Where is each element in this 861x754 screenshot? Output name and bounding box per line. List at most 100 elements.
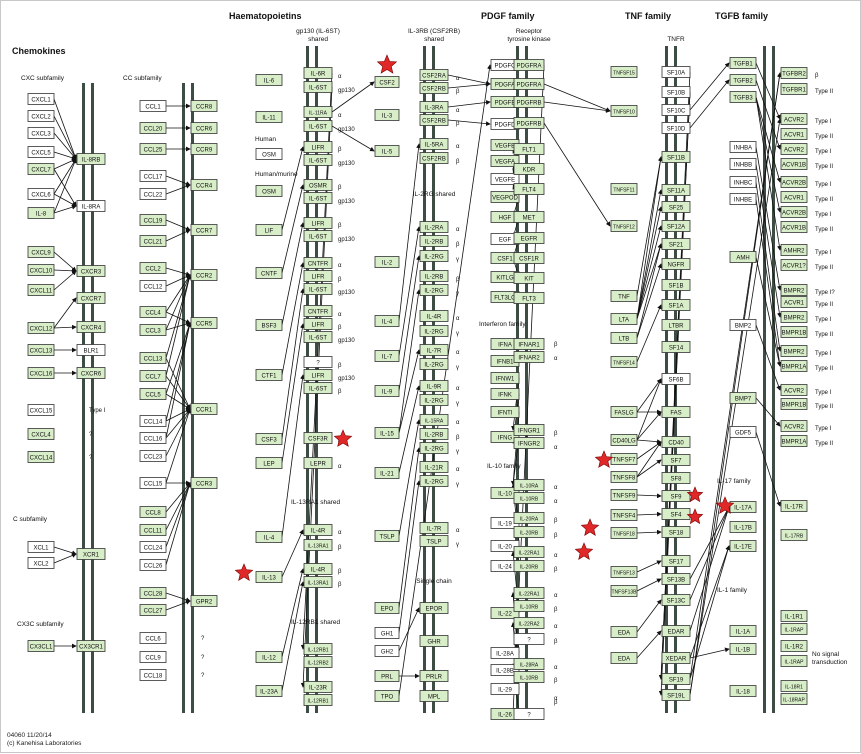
gene-node[interactable]: ACVR1: [780, 128, 808, 140]
gene-node[interactable]: IL-4R: [303, 563, 333, 575]
gene-node[interactable]: ?: [513, 708, 545, 720]
gene-node[interactable]: CCL18: [139, 669, 167, 681]
gene-node[interactable]: GPR2: [190, 595, 218, 607]
gene-node[interactable]: CCL6: [139, 632, 167, 644]
gene-node[interactable]: CNTF: [255, 267, 283, 279]
gene-node[interactable]: IL-21: [374, 467, 400, 479]
gene-node[interactable]: IL-2RG: [419, 475, 449, 487]
gene-node[interactable]: OSM: [255, 185, 283, 197]
gene-node[interactable]: IL-2RB: [419, 270, 449, 282]
gene-node[interactable]: ACVR1B: [780, 158, 808, 170]
gene-node[interactable]: ACVR2: [780, 113, 808, 125]
gene-node[interactable]: SF12A: [661, 220, 691, 232]
gene-node[interactable]: TNFSF13: [610, 566, 638, 578]
gene-node[interactable]: CXCL14: [27, 451, 55, 463]
gene-node[interactable]: IL-7R: [419, 522, 449, 534]
gene-node[interactable]: IL-2RA: [419, 221, 449, 233]
gene-node[interactable]: IFNAR2: [513, 351, 545, 363]
gene-node[interactable]: IL-22RA2: [513, 617, 545, 629]
gene-node[interactable]: SF19L: [661, 689, 691, 701]
gene-node[interactable]: INHBB: [729, 158, 757, 170]
gene-node[interactable]: ?: [303, 356, 333, 368]
gene-node[interactable]: CCL12: [139, 280, 167, 292]
gene-node[interactable]: CXCL16: [27, 367, 55, 379]
gene-node[interactable]: CXCL13: [27, 344, 55, 356]
gene-node[interactable]: BMPR2: [780, 345, 808, 357]
gene-node[interactable]: OSM: [255, 148, 283, 160]
gene-node[interactable]: CCR8: [190, 100, 218, 112]
gene-node[interactable]: CXCL9: [27, 246, 55, 258]
gene-node[interactable]: IL-4R: [303, 524, 333, 536]
gene-node[interactable]: CCR2: [190, 269, 218, 281]
gene-node[interactable]: PDGFRB: [513, 96, 545, 108]
gene-node[interactable]: TNFSF4: [610, 509, 638, 521]
gene-node[interactable]: CXCL7: [27, 163, 55, 175]
gene-node[interactable]: FLT1: [513, 143, 545, 155]
gene-node[interactable]: IL-23R: [303, 681, 333, 693]
gene-node[interactable]: CX3CR1: [76, 640, 106, 652]
gene-node[interactable]: INHBA: [729, 141, 757, 153]
gene-node[interactable]: IL-4R: [419, 310, 449, 322]
gene-node[interactable]: LTA: [610, 313, 638, 325]
gene-node[interactable]: CCR5: [190, 317, 218, 329]
gene-node[interactable]: IL-13RA1: [303, 576, 333, 588]
gene-node[interactable]: IL-20RB: [513, 526, 545, 538]
gene-node[interactable]: SF1A: [661, 299, 691, 311]
gene-node[interactable]: IL-12: [255, 651, 283, 663]
gene-node[interactable]: KDR: [513, 163, 545, 175]
gene-node[interactable]: PRLR: [419, 670, 449, 682]
gene-node[interactable]: IL-15: [374, 427, 400, 439]
gene-node[interactable]: SF21: [661, 238, 691, 250]
gene-node[interactable]: SF19: [661, 673, 691, 685]
gene-node[interactable]: IL-20RB: [513, 560, 545, 572]
gene-node[interactable]: IL-13RA1: [303, 539, 333, 551]
gene-node[interactable]: IL-6ST: [303, 331, 333, 343]
gene-node[interactable]: TNFSF7: [610, 453, 638, 465]
gene-node[interactable]: LTB: [610, 332, 638, 344]
gene-node[interactable]: TGFB3: [729, 91, 757, 103]
gene-node[interactable]: IL-4: [255, 531, 283, 543]
gene-node[interactable]: XCR1: [76, 548, 106, 560]
gene-node[interactable]: CSF2RA: [419, 69, 449, 81]
gene-node[interactable]: LIFR: [303, 217, 333, 229]
gene-node[interactable]: GHR: [419, 635, 449, 647]
gene-node[interactable]: IL-8: [27, 207, 55, 219]
gene-node[interactable]: TNFSF15: [610, 66, 638, 78]
gene-node[interactable]: IL-10RB: [513, 600, 545, 612]
gene-node[interactable]: IL-3: [374, 109, 400, 121]
gene-node[interactable]: CXCL12: [27, 322, 55, 334]
gene-node[interactable]: TNFSF18: [610, 527, 638, 539]
gene-node[interactable]: OSMR: [303, 179, 333, 191]
gene-node[interactable]: IL-22RA1: [513, 546, 545, 558]
gene-node[interactable]: BMPR2: [780, 311, 808, 323]
gene-node[interactable]: SF13C: [661, 594, 691, 606]
gene-node[interactable]: CCL28: [139, 587, 167, 599]
gene-node[interactable]: CSF2RB: [419, 114, 449, 126]
gene-node[interactable]: CCL21: [139, 235, 167, 247]
gene-node[interactable]: CCL23: [139, 450, 167, 462]
gene-node[interactable]: IL-18R1: [780, 680, 808, 692]
gene-node[interactable]: IL-15RA: [419, 414, 449, 426]
gene-node[interactable]: IL-18RAP: [780, 693, 808, 705]
gene-node[interactable]: CCL25: [139, 143, 167, 155]
gene-node[interactable]: BMP2: [729, 319, 757, 331]
gene-node[interactable]: ACVR2: [780, 384, 808, 396]
gene-node[interactable]: IL-11RA: [303, 106, 333, 118]
gene-node[interactable]: CCR4: [190, 179, 218, 191]
gene-node[interactable]: FLT4: [513, 183, 545, 195]
gene-node[interactable]: CXCL2: [27, 110, 55, 122]
gene-node[interactable]: CX3CL1: [27, 640, 55, 652]
gene-node[interactable]: CCL15: [139, 477, 167, 489]
gene-node[interactable]: CSF2RB: [419, 82, 449, 94]
gene-node[interactable]: CD40LG: [610, 434, 638, 446]
gene-node[interactable]: IL-2RG: [419, 250, 449, 262]
gene-node[interactable]: IL-5: [374, 145, 400, 157]
gene-node[interactable]: NGFR: [661, 258, 691, 270]
gene-node[interactable]: TGFB1: [729, 57, 757, 69]
gene-node[interactable]: CCR1: [190, 403, 218, 415]
gene-node[interactable]: MPL: [419, 690, 449, 702]
gene-node[interactable]: PDGFRB: [513, 117, 545, 129]
gene-node[interactable]: BMPR1A: [780, 360, 808, 372]
gene-node[interactable]: AMH: [729, 251, 757, 263]
gene-node[interactable]: TNFSF8: [610, 471, 638, 483]
